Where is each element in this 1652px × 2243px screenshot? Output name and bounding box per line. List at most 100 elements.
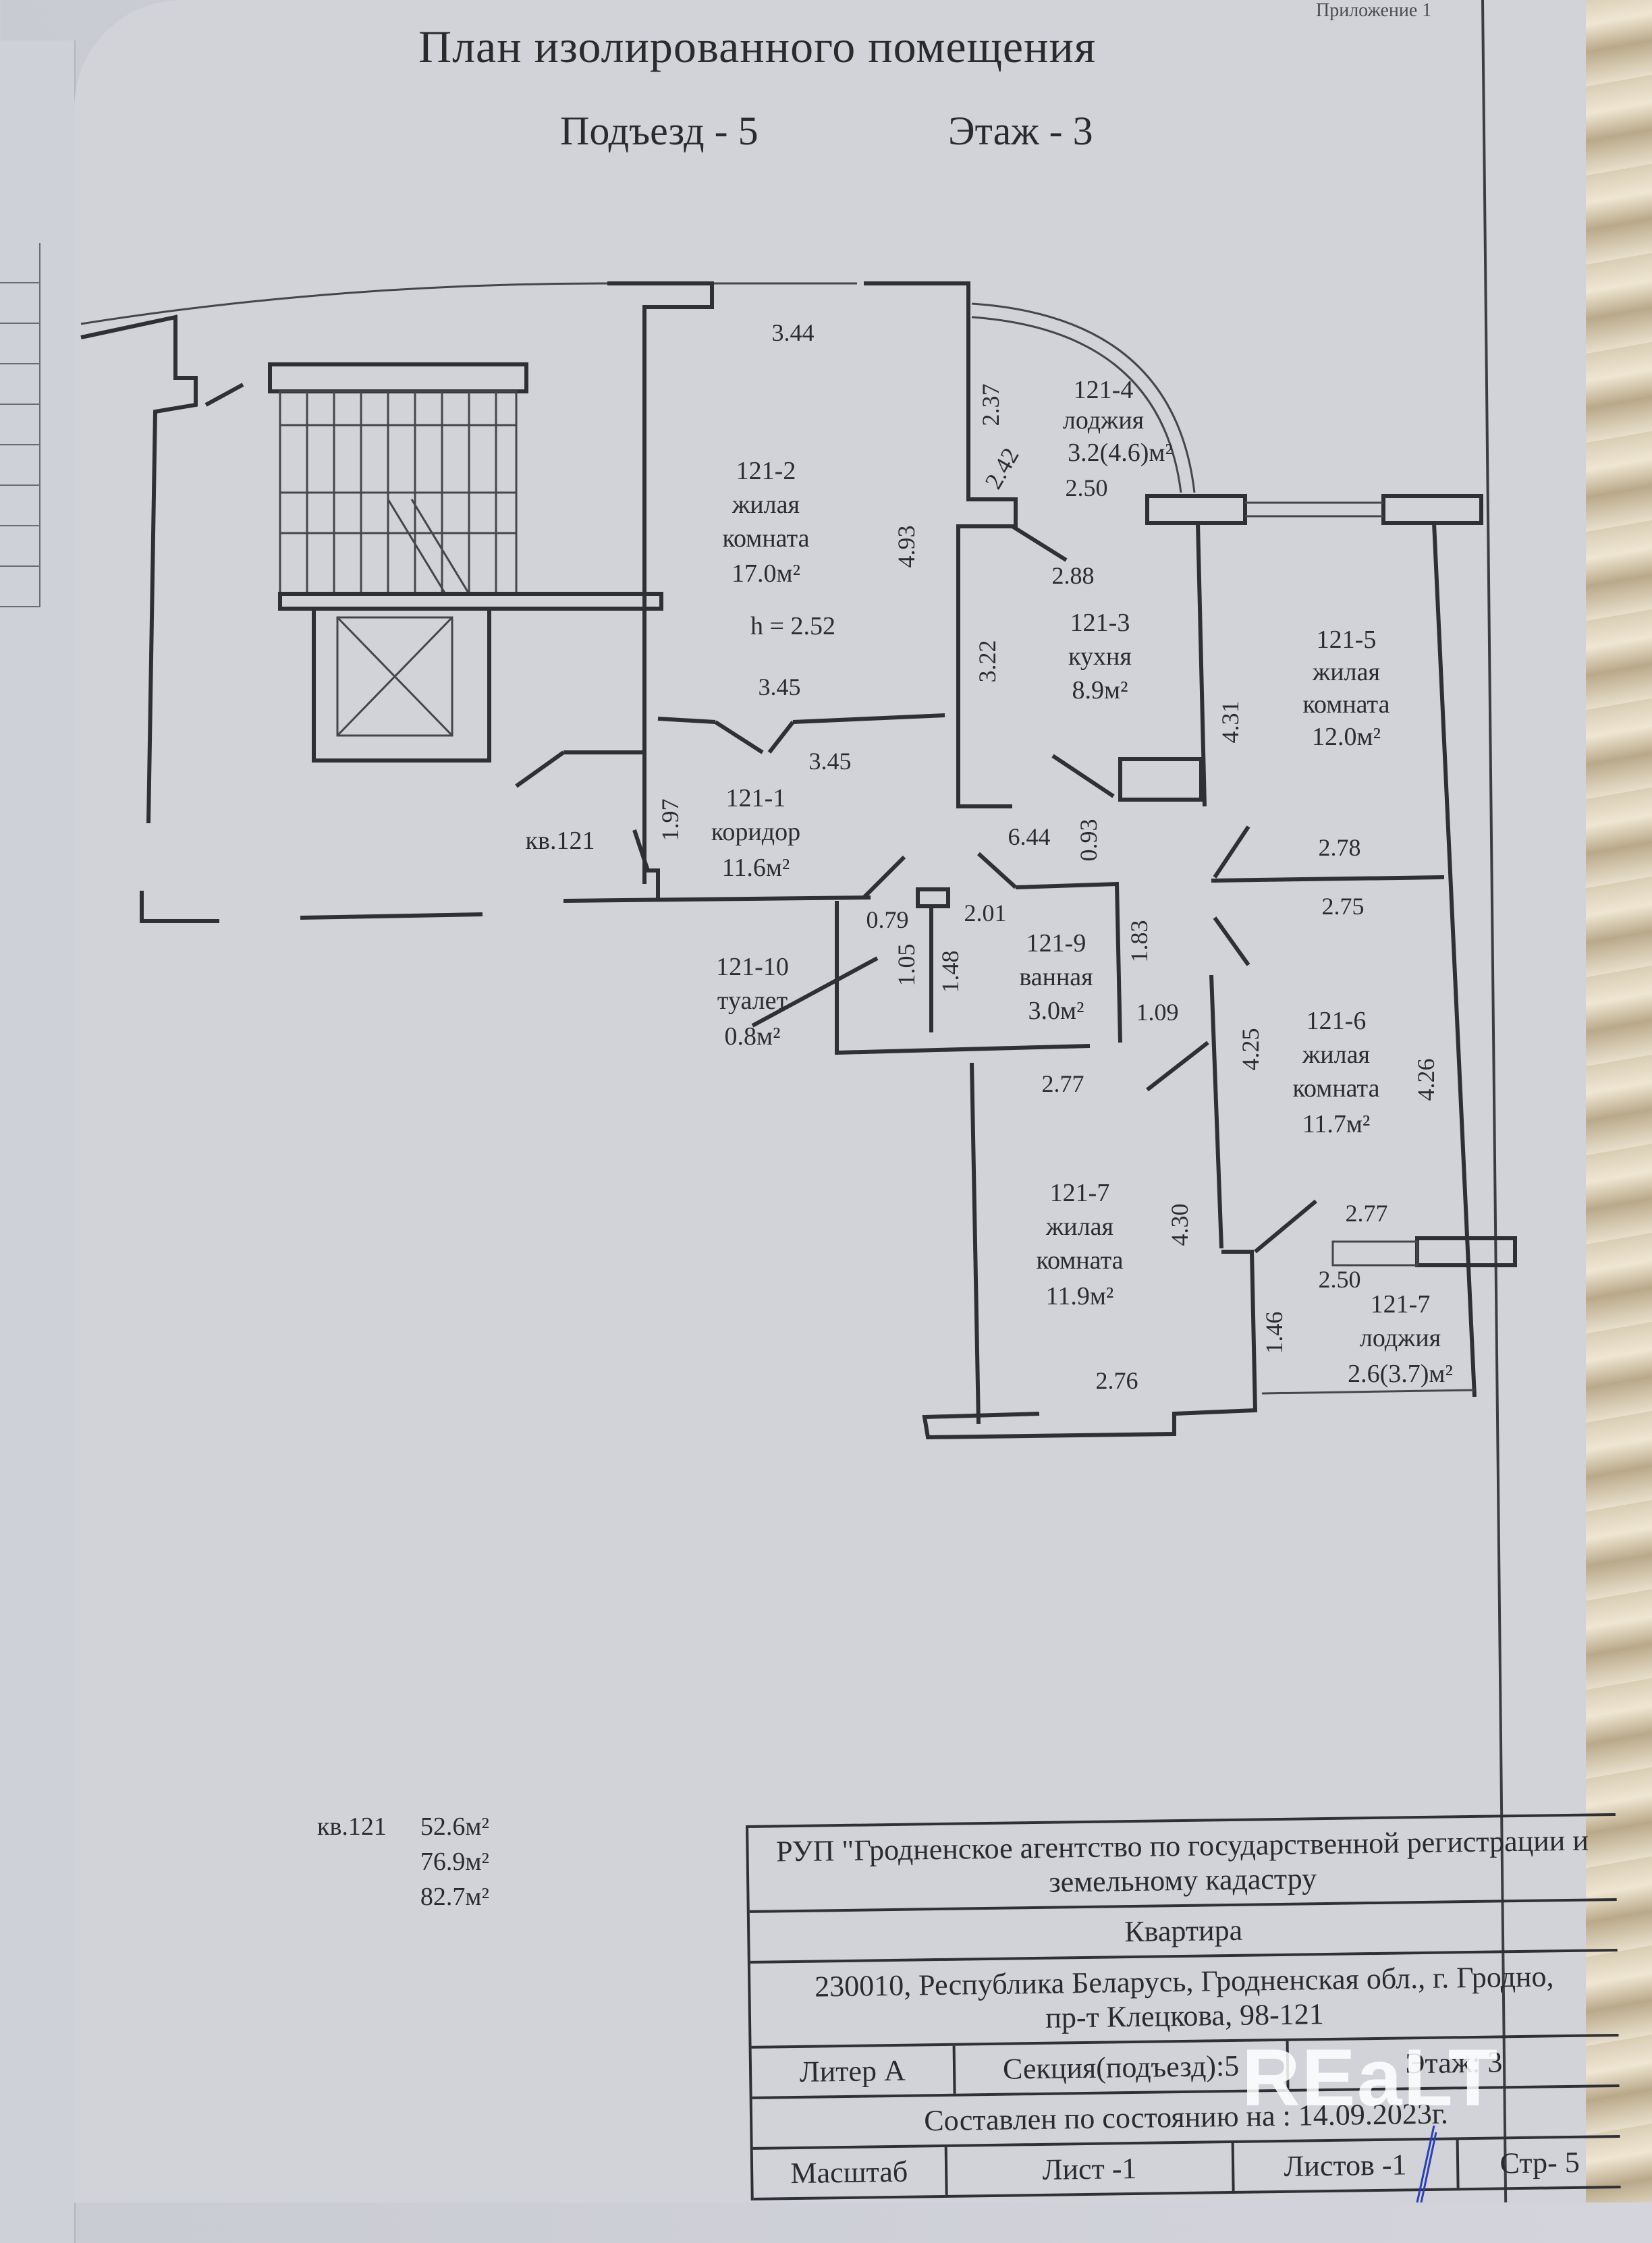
svg-text:3.0м²: 3.0м² [1028, 997, 1084, 1025]
svg-text:121-7: 121-7 [1050, 1179, 1110, 1207]
watermark-logo: REaLT [1242, 2032, 1499, 2123]
signature-stroke [1416, 2126, 1437, 2203]
wall-room2-left [607, 281, 714, 884]
svg-text:11.9м²: 11.9м² [1046, 1282, 1114, 1310]
leader-wc [751, 956, 879, 1028]
apartment-totals: кв.121 52.6м² 76.9м² 82.7м² [317, 1812, 489, 1912]
svg-text:1.09: 1.09 [1136, 999, 1179, 1026]
svg-text:3.45: 3.45 [759, 673, 801, 700]
page-cell: Стр- 5 [1499, 2145, 1580, 2180]
room-121-7-label: 121-7 жилая комната 11.9м² [1036, 1179, 1123, 1310]
wall-stair-top [268, 362, 528, 393]
wall-corridor-bottom [563, 895, 871, 903]
svg-text:0.79: 0.79 [866, 906, 909, 933]
svg-text:коридор: коридор [711, 818, 800, 846]
totals-label: кв.121 [317, 1812, 387, 1841]
dimension-labels: 3.44 2.37 2.42 2.50 4.93 2.88 3.22 4.31 … [657, 319, 1439, 1394]
page-title: План изолированного помещения [418, 21, 1097, 72]
svg-text:2.42: 2.42 [980, 443, 1024, 494]
kitchen-counter [1118, 757, 1203, 802]
svg-text:4.30: 4.30 [1166, 1204, 1193, 1246]
svg-text:1.97: 1.97 [657, 799, 684, 841]
appendix-label: Приложение 1 [1316, 0, 1432, 21]
svg-text:2.88: 2.88 [1052, 562, 1095, 589]
svg-text:комната: комната [1292, 1074, 1379, 1103]
wall-kitchen-right [1196, 522, 1207, 807]
wall-left [80, 314, 198, 824]
svg-text:3.44: 3.44 [772, 319, 815, 346]
svg-text:2.50: 2.50 [1319, 1266, 1361, 1293]
door-leaf [204, 383, 244, 407]
title-block: РУП "Гродненское агентство по государств… [746, 1813, 1621, 2200]
svg-text:0.93: 0.93 [1075, 819, 1102, 862]
svg-text:121-1: 121-1 [726, 784, 786, 812]
svg-text:2.77: 2.77 [1346, 1200, 1388, 1227]
loggia-rail [1261, 1389, 1475, 1395]
loggia-arc-inner [971, 316, 1182, 493]
svg-text:2.6(3.7)м²: 2.6(3.7)м² [1348, 1360, 1453, 1388]
svg-text:жилая: жилая [1302, 1041, 1370, 1069]
svg-text:121-3: 121-3 [1070, 609, 1130, 637]
svg-text:2.77: 2.77 [1042, 1070, 1084, 1097]
elevator-shaft [312, 607, 491, 763]
svg-text:4.26: 4.26 [1412, 1059, 1439, 1101]
loggia-121-7-label: 121-7 лоджия 2.6(3.7)м² [1348, 1290, 1453, 1388]
apartment-label: кв.121 [526, 827, 595, 855]
total-area-living: 52.6м² [420, 1812, 489, 1841]
entrance-label: Подъезд - 5 [560, 109, 759, 153]
wall-room5-bottom [1211, 875, 1445, 883]
entry-door [632, 829, 660, 901]
room-121-4-label: 121-4 лоджия 3.2(4.6)м² [1063, 376, 1173, 467]
door-kitchen-loggia [1011, 524, 1068, 562]
previous-page-table [0, 243, 40, 607]
svg-text:жилая: жилая [1045, 1213, 1113, 1241]
svg-text:4.31: 4.31 [1217, 701, 1244, 744]
svg-text:1.46: 1.46 [1261, 1312, 1288, 1354]
room-121-1-label: 121-1 коридор 11.6м² [711, 784, 800, 882]
svg-text:6.44: 6.44 [1008, 823, 1051, 850]
door-room7 [1146, 1041, 1209, 1092]
room-121-10-label: 121-10 туалет 0.8м² [716, 953, 789, 1051]
svg-text:17.0м²: 17.0м² [732, 559, 800, 588]
wall-room2-right [864, 281, 1018, 808]
svg-text:ванная: ванная [1019, 963, 1093, 991]
total-area-with-loggias: 82.7м² [420, 1883, 489, 1911]
svg-text:3.22: 3.22 [974, 640, 1001, 683]
wall-room6-left [1209, 974, 1223, 1249]
svg-text:121-5: 121-5 [1317, 626, 1377, 654]
total-area-general: 76.9м² [420, 1848, 489, 1876]
svg-text:121-10: 121-10 [716, 953, 789, 981]
svg-text:12.0м²: 12.0м² [1312, 723, 1381, 751]
wall-landing-bottom [300, 912, 483, 920]
facade-curve [80, 282, 857, 325]
svg-text:жилая: жилая [1312, 658, 1380, 686]
room-121-6-label: 121-6 жилая комната 11.7м² [1292, 1007, 1379, 1138]
svg-text:жилая: жилая [732, 491, 800, 519]
organization-name: РУП "Гродненское агентство по государств… [775, 1823, 1589, 1899]
svg-text:11.7м²: 11.7м² [1302, 1110, 1371, 1138]
svg-text:2.76: 2.76 [1096, 1367, 1138, 1394]
svg-text:туалет: туалет [717, 987, 788, 1015]
svg-text:кухня: кухня [1068, 642, 1132, 671]
liter-cell: Литер А [751, 2045, 956, 2097]
wall-pier-1 [1145, 494, 1247, 525]
svg-text:1.48: 1.48 [937, 951, 964, 993]
svg-text:121-4: 121-4 [1074, 376, 1134, 404]
wall-exterior-right [1432, 522, 1477, 1397]
svg-text:лоджия: лоджия [1360, 1324, 1441, 1352]
svg-text:4.25: 4.25 [1237, 1028, 1264, 1071]
wall-room7-left [970, 1062, 981, 1424]
room-121-3-label: 121-3 кухня 8.9м² [1068, 609, 1132, 704]
scale-cell: Масштаб [752, 2147, 948, 2198]
svg-text:2.37: 2.37 [977, 384, 1004, 426]
wall-room7-bottom [922, 1250, 1258, 1440]
svg-text:комната: комната [1302, 690, 1389, 719]
loggia-arc [971, 302, 1196, 493]
door-kitchen [1051, 754, 1115, 798]
svg-text:3.45: 3.45 [809, 748, 852, 775]
wall-landing [278, 592, 663, 611]
svg-text:комната: комната [722, 524, 809, 553]
svg-text:121-2: 121-2 [736, 457, 796, 485]
door-room5 [1213, 825, 1250, 879]
